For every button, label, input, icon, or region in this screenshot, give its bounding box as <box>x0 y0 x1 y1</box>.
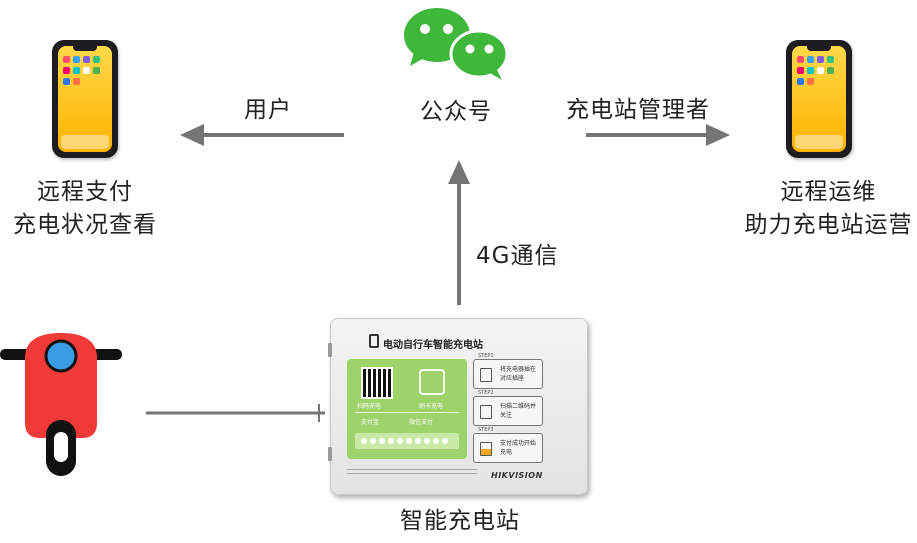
station-caption: 智能充电站 <box>400 508 520 534</box>
hinge-bottom <box>328 447 332 461</box>
official-account-label: 公众号 <box>420 99 492 125</box>
step-3-label: STEP3 <box>478 427 494 433</box>
user-label: 用户 <box>244 97 292 123</box>
arrow-to-user <box>180 124 344 146</box>
card-label: 刷卡充电 <box>419 403 444 410</box>
plug-in-icon <box>480 368 492 382</box>
step-3-text: 支付成功开始充电 <box>500 440 537 456</box>
step-2-label: STEP2 <box>478 390 494 396</box>
charging-plug-icon <box>369 334 379 348</box>
manager-caption-line1: 远程运维 <box>780 179 877 205</box>
device-bottom-stripe <box>347 469 477 470</box>
battery-icon <box>480 442 492 456</box>
manager-label: 充电站管理者 <box>566 97 710 123</box>
qr-code-icon <box>361 367 393 399</box>
user-caption: 远程支付 充电状况查看 <box>0 176 170 242</box>
user-caption-line1: 远程支付 <box>37 179 133 205</box>
manager-caption-line2: 助力充电站运营 <box>744 212 913 238</box>
manager-caption: 远程运维 助力充电站运营 <box>740 176 917 242</box>
arrow-station-to-account <box>448 160 470 305</box>
electric-scooter-icon <box>0 328 122 478</box>
step-2-text: 扫描二维码并关注 <box>500 403 537 419</box>
socket-indicator-strip <box>355 433 459 449</box>
manager-phone-icon <box>786 40 852 158</box>
device-title: 电动自行车智能充电站 <box>383 340 483 351</box>
user-phone-icon <box>52 40 118 158</box>
step-1-text: 将充电器插在对应插座 <box>500 366 537 382</box>
card-reader-icon <box>419 369 445 395</box>
step-3: STEP3 支付成功开始充电 <box>473 427 543 463</box>
device-screen-panel: 扫码充电 刷卡充电 支付宝 微信支付 <box>347 359 467 459</box>
step-1: STEP1 将充电器插在对应插座 <box>473 353 543 389</box>
hinge-top <box>328 343 332 357</box>
scan-icon <box>480 405 492 419</box>
alipay-label: 支付宝 <box>361 419 380 426</box>
hikvision-brand-logo: HIKVISION <box>491 471 543 480</box>
qr-label: 扫码充电 <box>357 403 382 410</box>
user-caption-line2: 充电状况查看 <box>13 212 157 238</box>
step-2: STEP2 扫描二维码并关注 <box>473 390 543 426</box>
wechat-icon <box>400 4 512 82</box>
scooter-to-station-line <box>146 404 325 422</box>
step-1-label: STEP1 <box>478 353 494 359</box>
smart-charging-station-device: 电动自行车智能充电站 扫码充电 刷卡充电 支付宝 微信支付 STEP1 将充电器… <box>328 318 588 495</box>
device-bottom-stripe-2 <box>347 473 477 474</box>
wechat-pay-label: 微信支付 <box>409 419 434 426</box>
4g-communication-label: 4G通信 <box>476 243 559 269</box>
arrow-to-manager <box>586 124 730 146</box>
